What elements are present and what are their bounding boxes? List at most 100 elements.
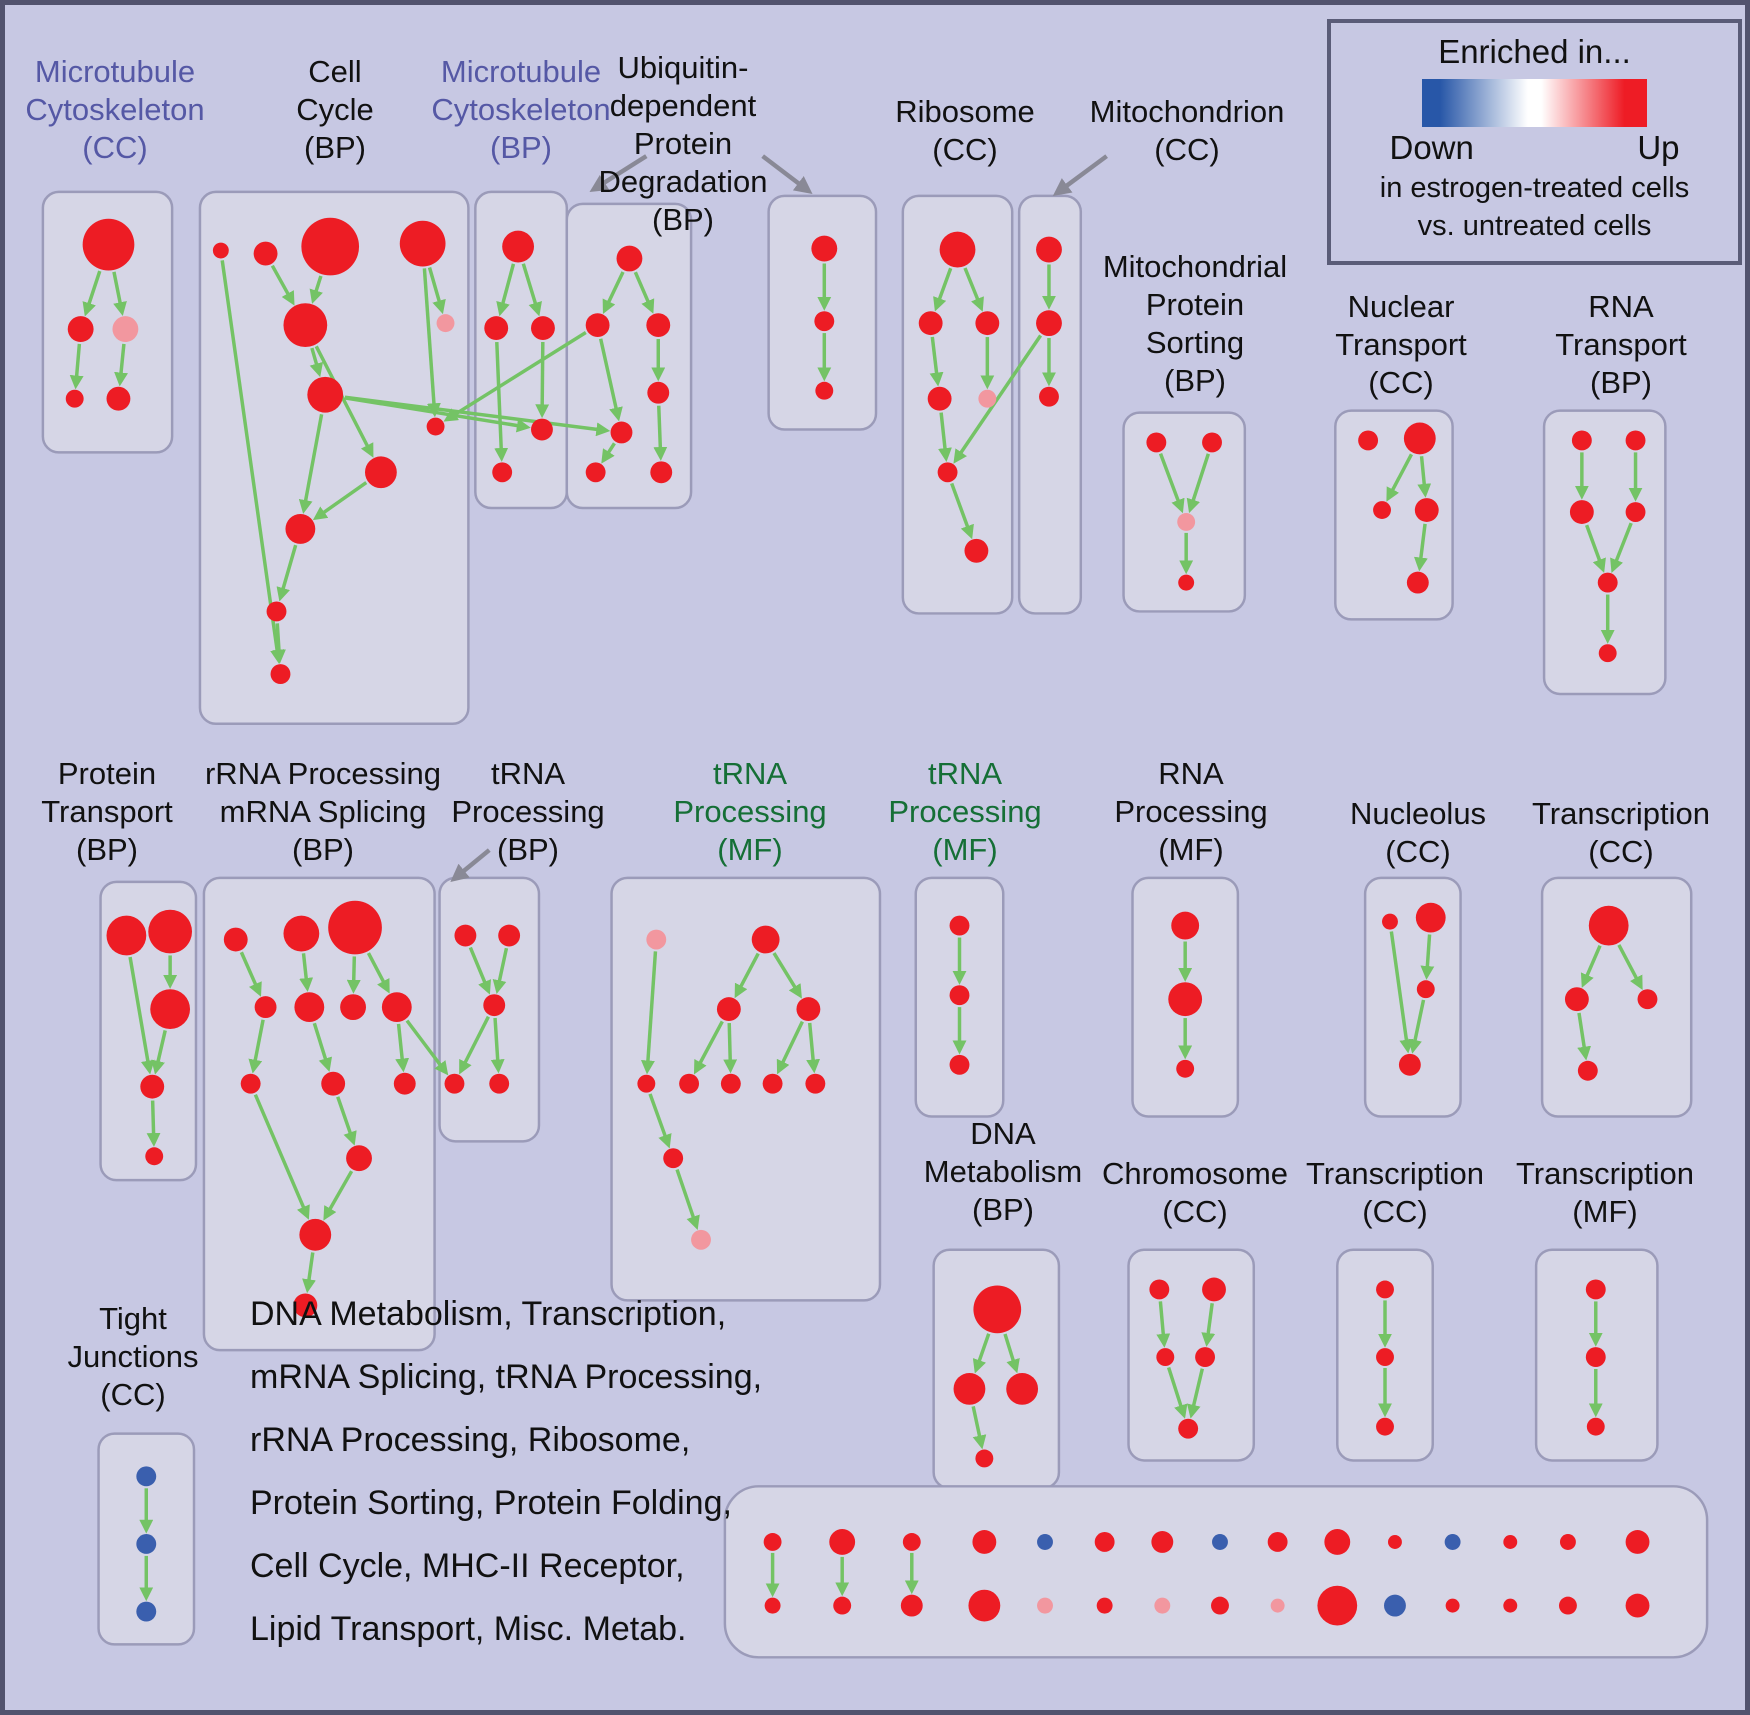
edge bbox=[1420, 934, 1435, 980]
diagram-canvas bbox=[41, 154, 1709, 1659]
node bbox=[1154, 1597, 1171, 1614]
edge bbox=[239, 951, 262, 997]
node bbox=[1006, 1372, 1039, 1405]
node bbox=[240, 1073, 261, 1094]
node bbox=[112, 316, 139, 343]
edge bbox=[938, 412, 952, 462]
node bbox=[502, 230, 534, 263]
node bbox=[364, 456, 397, 489]
node bbox=[1382, 913, 1398, 930]
node bbox=[1585, 1279, 1606, 1300]
node bbox=[270, 664, 291, 685]
node bbox=[1096, 1597, 1113, 1614]
edge bbox=[312, 481, 368, 521]
node bbox=[949, 1054, 970, 1075]
edge bbox=[276, 544, 298, 602]
node bbox=[106, 386, 131, 411]
edge bbox=[422, 268, 441, 418]
node bbox=[815, 381, 834, 400]
edge bbox=[1052, 154, 1108, 196]
cluster-box-ribosome-cc bbox=[901, 194, 1014, 615]
node bbox=[1416, 980, 1435, 999]
node bbox=[978, 389, 997, 408]
edge bbox=[492, 947, 509, 995]
edge bbox=[1408, 999, 1426, 1054]
edge bbox=[953, 334, 1043, 464]
edge bbox=[298, 413, 324, 514]
node bbox=[902, 1533, 921, 1551]
node bbox=[1406, 571, 1429, 594]
node bbox=[973, 1285, 1022, 1334]
node bbox=[293, 1293, 318, 1318]
node bbox=[399, 220, 446, 267]
edge bbox=[312, 1022, 333, 1072]
node bbox=[381, 992, 412, 1023]
node bbox=[1376, 1417, 1394, 1436]
node bbox=[679, 1073, 700, 1094]
node bbox=[1317, 1585, 1358, 1626]
node bbox=[949, 915, 970, 936]
node bbox=[1444, 1534, 1461, 1550]
node bbox=[1171, 911, 1200, 940]
edge bbox=[589, 154, 648, 193]
edge bbox=[490, 1017, 505, 1074]
node bbox=[1178, 1418, 1199, 1439]
node bbox=[1588, 905, 1629, 946]
node bbox=[1168, 982, 1203, 1017]
node bbox=[1267, 1532, 1288, 1552]
edge bbox=[971, 1406, 987, 1450]
edge bbox=[1580, 944, 1602, 988]
node bbox=[1637, 989, 1658, 1010]
node bbox=[1211, 1596, 1229, 1615]
node bbox=[1503, 1598, 1518, 1613]
edge bbox=[1158, 452, 1185, 514]
node bbox=[299, 1218, 332, 1251]
node bbox=[253, 241, 278, 266]
node bbox=[762, 1073, 783, 1094]
node bbox=[340, 994, 366, 1021]
node bbox=[1373, 501, 1391, 519]
node bbox=[1559, 1534, 1576, 1550]
node bbox=[1270, 1598, 1285, 1613]
edge bbox=[675, 1168, 700, 1230]
node bbox=[483, 994, 506, 1017]
edge bbox=[346, 956, 361, 994]
node bbox=[937, 462, 958, 483]
node bbox=[1177, 513, 1196, 531]
node bbox=[1202, 1277, 1226, 1302]
edge bbox=[427, 267, 446, 315]
node bbox=[1597, 572, 1618, 593]
legend-subtitle-line2: vs. untreated cells bbox=[1417, 210, 1652, 242]
edge bbox=[146, 1100, 161, 1147]
node bbox=[716, 997, 741, 1022]
edge bbox=[1386, 453, 1413, 502]
node bbox=[145, 1147, 164, 1166]
edge bbox=[344, 395, 611, 437]
edge bbox=[114, 343, 128, 387]
edge bbox=[112, 271, 127, 317]
edge bbox=[496, 263, 516, 317]
legend-scale-labels: Down Up bbox=[1390, 129, 1680, 167]
node bbox=[811, 235, 838, 262]
legend: Enriched in... Down Up in estrogen-treat… bbox=[1327, 19, 1742, 265]
node bbox=[637, 1074, 656, 1093]
node bbox=[972, 1530, 997, 1554]
node bbox=[283, 915, 320, 952]
edge bbox=[366, 952, 390, 994]
node bbox=[900, 1594, 923, 1617]
edge bbox=[1389, 931, 1414, 1054]
node bbox=[531, 316, 555, 341]
node bbox=[67, 316, 94, 343]
edge bbox=[1166, 1366, 1188, 1419]
edge bbox=[633, 271, 655, 314]
node bbox=[1403, 422, 1436, 455]
node bbox=[1324, 1529, 1351, 1555]
cluster-box-dna-metabolism-bp bbox=[932, 1248, 1061, 1490]
edge bbox=[723, 1022, 738, 1074]
node bbox=[918, 311, 943, 336]
node bbox=[1503, 1535, 1518, 1549]
node bbox=[1146, 432, 1167, 453]
node bbox=[1387, 1535, 1402, 1549]
edge bbox=[1156, 1301, 1171, 1348]
legend-up-label: Up bbox=[1637, 129, 1680, 166]
